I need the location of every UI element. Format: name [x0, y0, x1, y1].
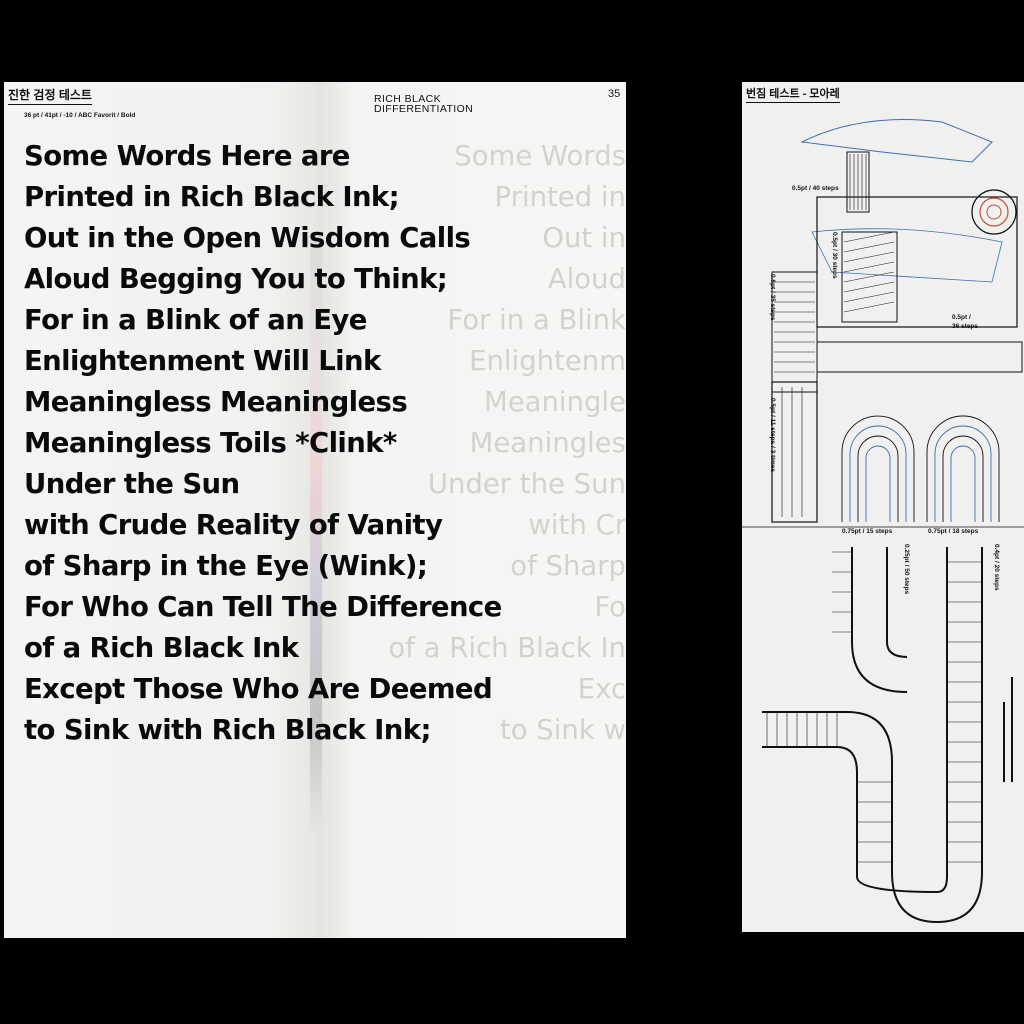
spread-title-line2: DIFFERENTIATION [374, 103, 474, 115]
poem-line: For in a Blink of an Eye [24, 304, 367, 336]
pipe-track-right [1003, 677, 1013, 782]
ghost-line: Exc [577, 673, 626, 705]
poem-line: Aloud Begging You to Think; [24, 263, 448, 295]
ghost-line: Enlightenm [469, 345, 626, 377]
sheet-header-korean: 번짐 테스트 - 모아레 [746, 85, 840, 103]
ghost-line: Under the Sun [427, 468, 626, 500]
hatch-block-diagonal [841, 231, 898, 323]
label-18-steps: 0.75pt / 18 steps [928, 528, 979, 535]
target-circle [971, 189, 1017, 235]
arch-left [841, 415, 915, 522]
type-spec-label: 36 pt / 41pt / -10 / ABC Favorit / Bold [24, 112, 136, 119]
poem-line: Meaningless Toils *Clink* [24, 427, 397, 459]
blue-outline-shape [811, 228, 1003, 283]
pipe-track-top [851, 547, 908, 693]
left-header-korean: 진한 검정 테스트 [8, 86, 92, 105]
poem-line: of a Rich Black Ink [24, 632, 299, 664]
label-36-steps-a: 0.5pt / [952, 314, 971, 321]
ghost-line: with Cr [528, 509, 626, 541]
label-36-steps-b: 36 steps [952, 323, 979, 330]
arch-right [926, 415, 1000, 522]
poem-line: with Crude Reality of Vanity [24, 509, 443, 541]
poem-line: of Sharp in the Eye (Wink); [24, 550, 428, 582]
ghost-text-block: Some Words Printed in Out in Aloud For i… [380, 136, 626, 751]
label-50-steps: 0.25pt / 50 steps [903, 544, 910, 595]
poem-text-block: Some Words Here are Printed in Rich Blac… [24, 136, 502, 751]
ghost-line: Meaningle [483, 386, 626, 418]
poem-line: to Sink with Rich Black Ink; [24, 714, 431, 746]
blue-outline-shape [800, 119, 993, 163]
ghost-line: of a Rich Black In [388, 632, 626, 664]
ghost-line: Printed in [494, 181, 626, 213]
poem-line: Under the Sun [24, 468, 240, 500]
spread-title-line1: RICH BLACK [374, 93, 442, 105]
ghost-line: Fo [594, 591, 626, 623]
hatch-block [846, 151, 870, 213]
stair-hatch [771, 271, 818, 393]
moire-illustration [742, 119, 1024, 924]
target-circle-inner [979, 197, 1009, 227]
poem-line: Some Words Here are [24, 140, 350, 172]
spread-title: RICH BLACK DIFFERENTIATION [374, 93, 474, 115]
machine-base [816, 341, 1023, 373]
column-left [771, 381, 818, 523]
left-page [4, 82, 318, 938]
moire-test-sheet: 번짐 테스트 - 모아레 0.5pt / 40 steps 0.5pt / 30… [742, 82, 1024, 932]
pipe-track-u [762, 547, 983, 924]
ghost-line: For in a Blink [447, 304, 626, 336]
poem-line: Meaningless Meaningless [24, 386, 408, 418]
label-11-steps: 0.5pt / 11 steps / 3 times [769, 398, 776, 473]
pipe-ties [766, 551, 982, 863]
poem-line: Out in the Open Wisdom Calls [24, 222, 471, 254]
label-30-steps: 0.5pt / 30 steps [831, 232, 838, 279]
ghost-line: Meaningles [469, 427, 626, 459]
page-number: 35 [608, 88, 621, 100]
target-circle-core [986, 204, 1002, 220]
poem-line: Except Those Who Are Deemed [24, 673, 493, 705]
label-40-steps: 0.5pt / 40 steps [792, 185, 839, 192]
poem-line: For Who Can Tell The Difference [24, 591, 502, 623]
ghost-line: to Sink w [499, 714, 626, 746]
label-15-steps: 0.75pt / 15 steps [842, 528, 893, 535]
poem-line: Enlightenment Will Link [24, 345, 381, 377]
label-20-steps: 0.4pt / 20 steps [993, 544, 1000, 591]
ghost-line: Aloud [547, 263, 626, 295]
machine-frame [816, 196, 1018, 328]
booklet-spread: 진한 검정 테스트 36 pt / 41pt / -10 / ABC Favor… [4, 82, 626, 938]
ghost-line: of Sharp [510, 550, 626, 582]
right-page [318, 82, 626, 938]
ghost-line: Out in [542, 222, 626, 254]
gutter-color-strip [310, 232, 322, 832]
ghost-line: Some Words [454, 140, 626, 172]
poem-line: Printed in Rich Black Ink; [24, 181, 400, 213]
label-35-steps: 0.6pt / 35 steps [769, 274, 776, 321]
